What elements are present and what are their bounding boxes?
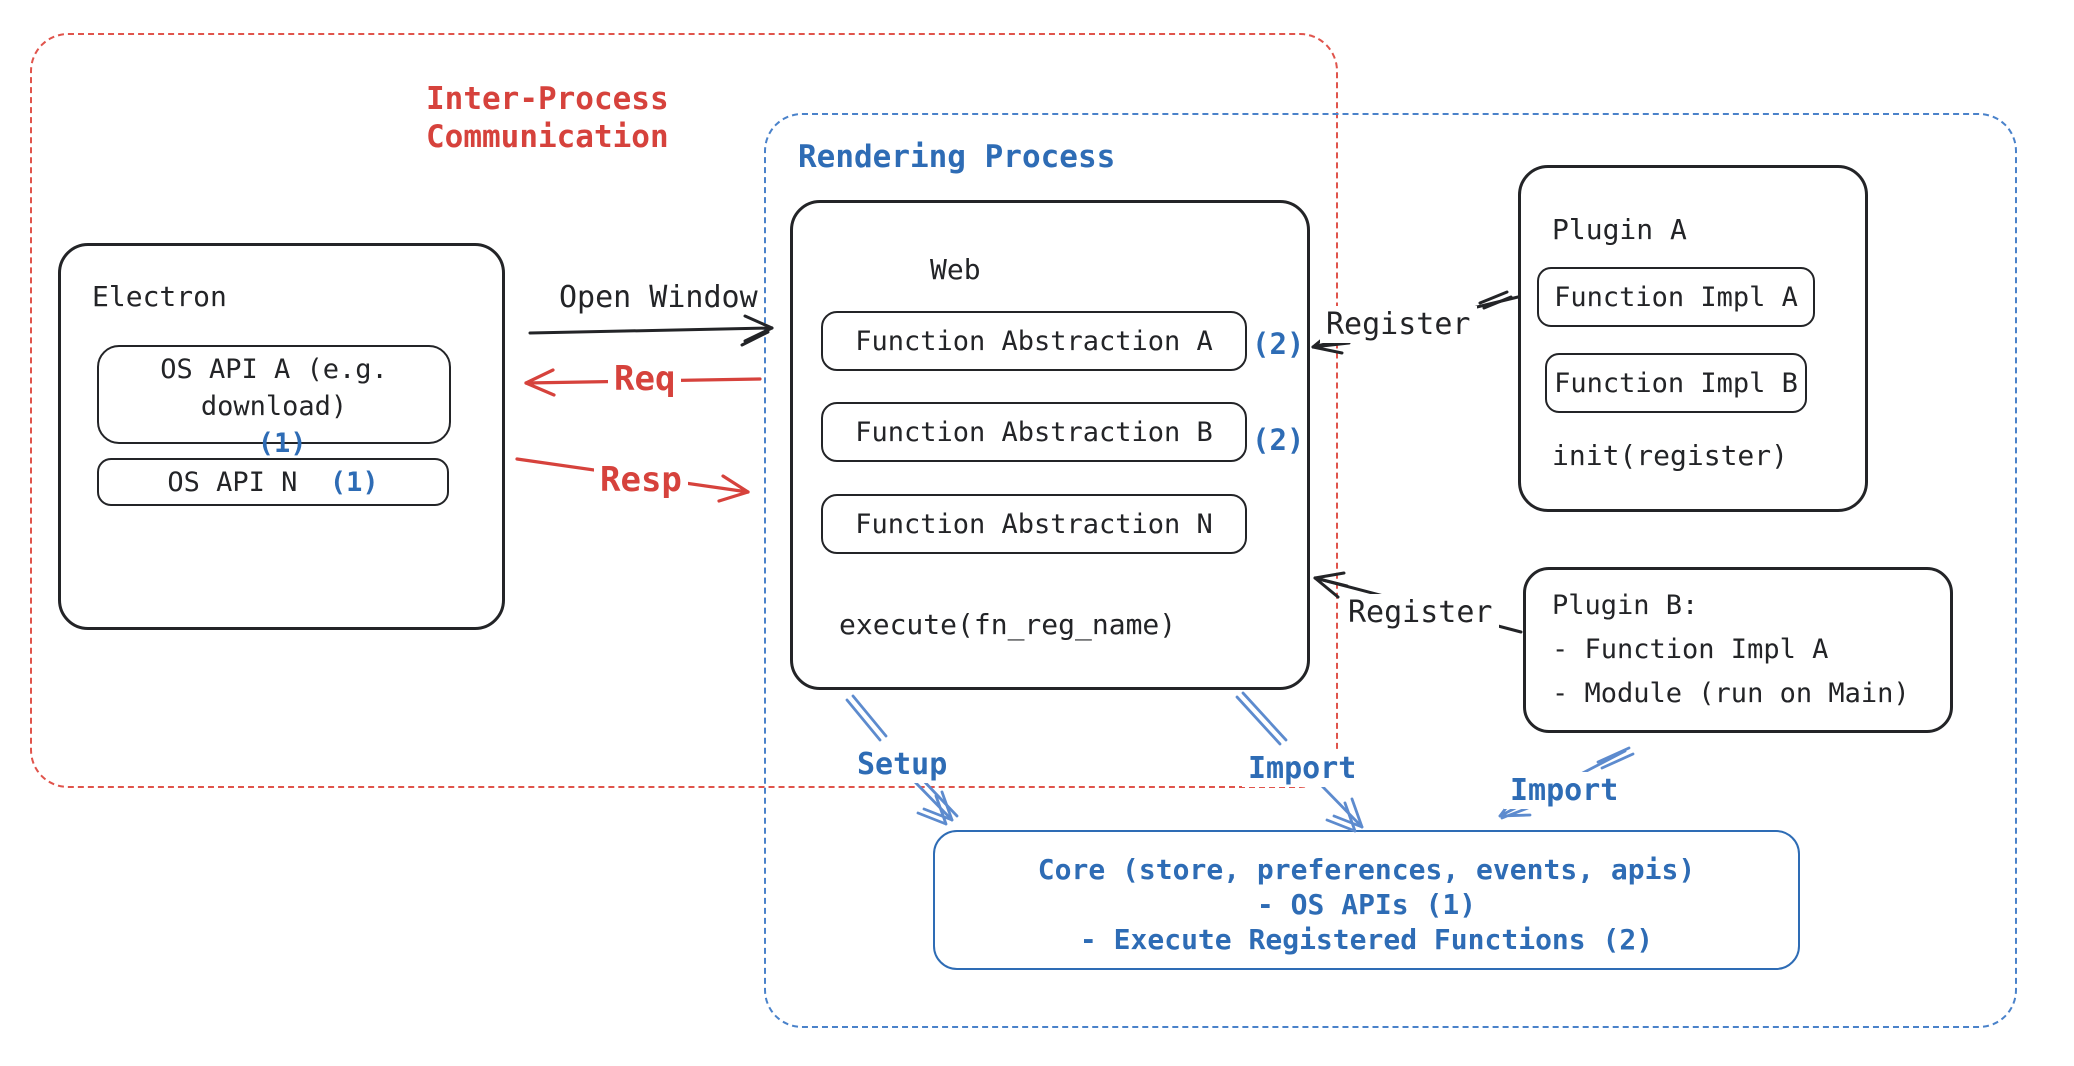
function-abstraction-n-label: Function Abstraction N [855,508,1213,540]
core-line-1: Core (store, preferences, events, apis) [1037,853,1696,886]
web-title: Web [930,253,981,286]
plugin-b-node [1523,567,1953,733]
function-impl-a-label: Function Impl A [1554,281,1798,313]
function-abstraction-a-box: Function Abstraction A [821,311,1247,371]
resp-label: Resp [594,459,688,501]
plugin-b-title: Plugin B: [1552,590,1699,621]
function-impl-b-box: Function Impl B [1545,353,1807,413]
core-text: Core (store, preferences, events, apis) … [933,852,1800,957]
function-impl-b-label: Function Impl B [1554,367,1798,399]
web-execute-text: execute(fn_reg_name) [839,608,1177,641]
os-api-n-box: OS API N (1) [97,458,449,506]
rendering-process-boundary [764,113,2017,1028]
os-api-n-label: OS API N [167,466,298,498]
import-left-label: Import [1242,750,1363,787]
import-right-label: Import [1504,772,1625,809]
function-abstraction-b-box: Function Abstraction B [821,402,1247,462]
os-api-a-ref: (1) [257,428,307,459]
function-abstraction-n-box: Function Abstraction N [821,494,1247,554]
function-abstraction-a-ref: (2) [1252,327,1305,361]
os-api-a-box: OS API A (e.g. download) (1) [97,345,451,459]
req-label: Req [608,358,682,400]
rendering-process-label: Rendering Process [798,139,1116,175]
ipc-boundary [30,33,1338,788]
core-node [933,830,1800,970]
ipc-boundary-label: Inter-Process Communication [426,81,669,155]
plugin-b-item-function-impl-a: - Function Impl A [1552,634,1829,665]
plugin-a-init-text: init(register) [1552,439,1789,472]
function-abstraction-a-label: Function Abstraction A [855,325,1213,357]
plugin-a-title: Plugin A [1552,213,1687,246]
open-window-label: Open Window [559,280,758,315]
register-bottom-label: Register [1342,594,1499,631]
os-api-n-ref: (1) [329,466,379,498]
electron-title: Electron [92,280,227,313]
plugin-b-item-module: - Module (run on Main) [1552,678,1910,709]
function-abstraction-b-label: Function Abstraction B [855,416,1213,448]
function-impl-a-box: Function Impl A [1537,267,1815,327]
core-line-2: - OS APIs (1) [1256,888,1477,921]
os-api-a-label: OS API A (e.g. download) [160,354,388,422]
function-abstraction-b-ref: (2) [1252,423,1305,457]
setup-label: Setup [851,746,954,783]
plugin-a-node [1518,165,1868,512]
core-line-3: - Execute Registered Functions (2) [1079,923,1654,956]
register-top-label: Register [1320,306,1477,343]
